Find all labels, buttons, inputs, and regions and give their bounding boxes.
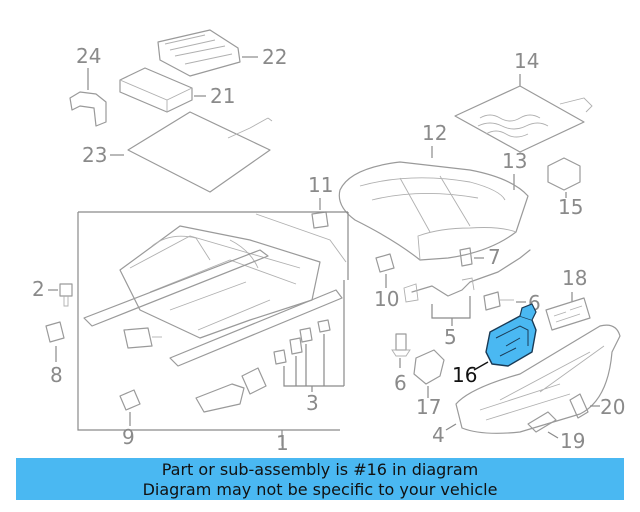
part-19-knob xyxy=(527,411,559,439)
callout-16: 16 xyxy=(452,363,477,387)
banner-line-1: Part or sub-assembly is #16 in diagram xyxy=(161,460,479,479)
callout-21: 21 xyxy=(210,84,235,108)
part-10-clip xyxy=(375,253,395,288)
banner-line-2: Diagram may not be specific to your vehi… xyxy=(142,480,498,499)
callout-5: 5 xyxy=(444,325,457,349)
callout-17: 17 xyxy=(416,395,441,419)
callout-18: 18 xyxy=(562,266,587,290)
callout-12: 12 xyxy=(422,121,447,145)
part-5-harness xyxy=(403,249,531,326)
part-6-bolt-lower xyxy=(391,333,411,368)
info-banner: Part or sub-assembly is #16 in diagram D… xyxy=(16,458,624,500)
callout-2: 2 xyxy=(32,277,45,301)
part-14-cushion-pad xyxy=(454,74,593,153)
callout-20: 20 xyxy=(600,395,625,419)
part-6-screw-upper xyxy=(483,291,526,311)
part-24-bracket xyxy=(69,68,107,127)
part-17-connector xyxy=(413,349,445,398)
part-4-side-shield xyxy=(445,324,621,434)
callout-9: 9 xyxy=(122,425,135,449)
callout-13: 13 xyxy=(502,149,527,173)
callout-19: 19 xyxy=(560,429,585,453)
callout-7: 7 xyxy=(488,245,501,269)
part-18-switch-panel xyxy=(545,292,591,331)
part-12-seat-cushion xyxy=(338,146,529,261)
callout-1: 1 xyxy=(276,431,289,455)
part-23-heater-mat xyxy=(110,111,273,193)
part-22-module xyxy=(157,29,258,77)
callout-4: 4 xyxy=(432,423,445,447)
part-2-bolt xyxy=(48,283,73,307)
part-21-box xyxy=(119,67,206,113)
part-9-cap xyxy=(119,389,141,426)
part-16-seat-module xyxy=(473,303,537,371)
part-11-clip xyxy=(311,198,329,229)
callout-22: 22 xyxy=(262,45,287,69)
callout-3: 3 xyxy=(306,391,319,415)
part-15-switch xyxy=(547,157,581,198)
callout-11: 11 xyxy=(308,173,333,197)
callout-15: 15 xyxy=(558,195,583,219)
part-7-connector xyxy=(459,247,484,267)
callout-23: 23 xyxy=(82,143,107,167)
callout-14: 14 xyxy=(514,49,539,73)
part-8-grommet xyxy=(45,321,65,362)
callout-10: 10 xyxy=(374,287,399,311)
part-1-seat-frame xyxy=(77,211,349,446)
callout-24: 24 xyxy=(76,44,101,68)
callout-6-lower: 6 xyxy=(394,371,407,395)
part-20-knob xyxy=(569,393,600,419)
part-3-clips xyxy=(273,280,345,392)
callout-8: 8 xyxy=(50,363,63,387)
